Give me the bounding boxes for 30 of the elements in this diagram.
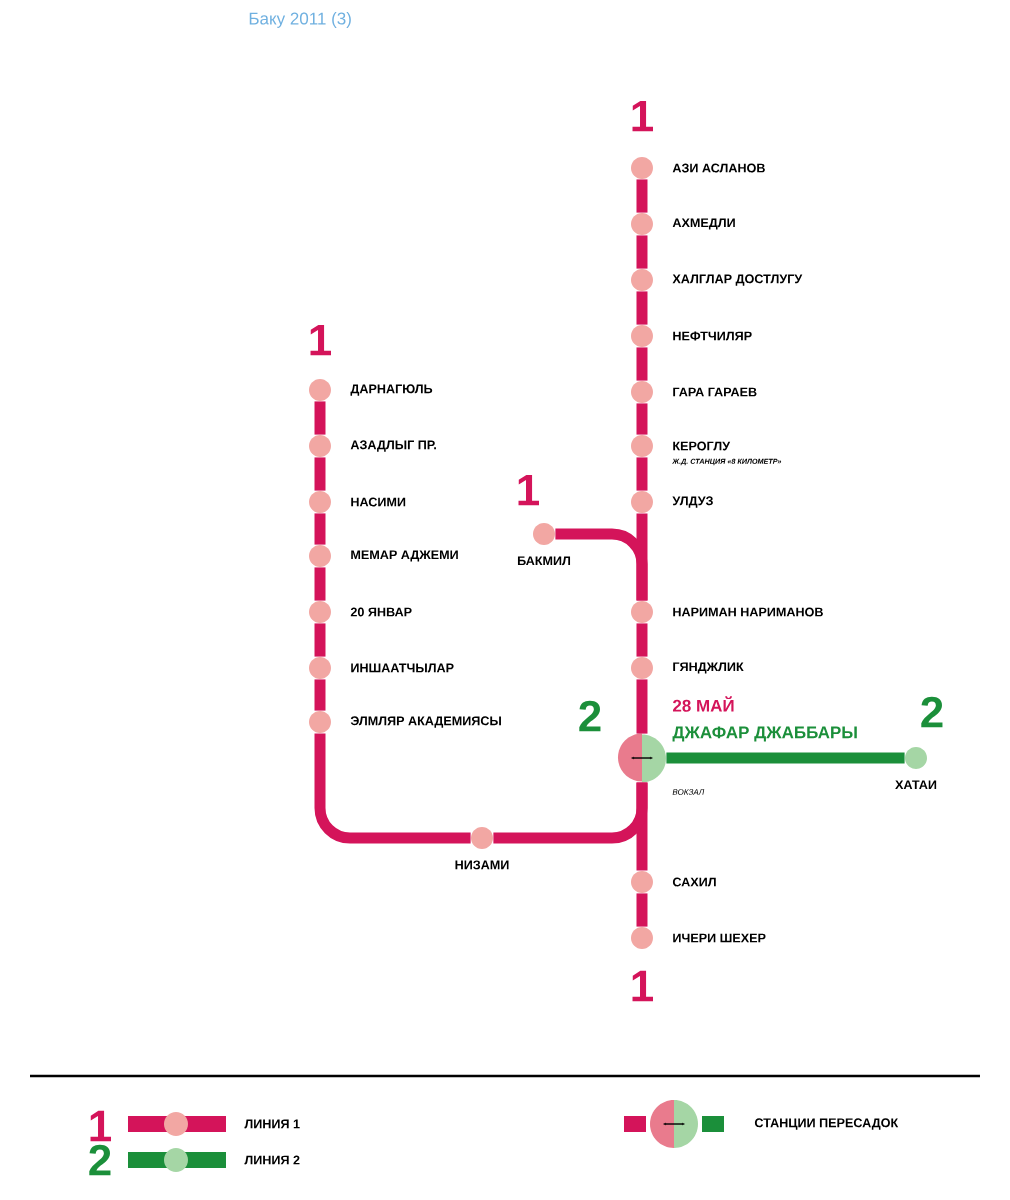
metro-line xyxy=(636,679,648,734)
metro-line xyxy=(666,752,905,764)
line-number: 1 xyxy=(90,1110,111,1142)
metro-line xyxy=(636,403,648,435)
station-label: ДЖАФАР ДЖАББАРЫ xyxy=(672,726,857,742)
metro-line xyxy=(636,457,648,491)
metro-line xyxy=(636,235,648,269)
metro-line xyxy=(636,347,648,381)
line-number: 1 xyxy=(310,324,331,356)
metro-line xyxy=(493,782,648,844)
metro-line xyxy=(555,528,648,601)
title: Баку 2011 (3) xyxy=(249,12,351,28)
metro-line xyxy=(314,733,471,844)
metro-line xyxy=(636,893,648,927)
metro-line xyxy=(636,623,648,657)
metro-line xyxy=(314,623,326,657)
line-number: 2 xyxy=(921,696,943,728)
metro-line xyxy=(314,457,326,491)
metro-line xyxy=(314,679,326,711)
metro-line xyxy=(314,567,326,601)
line-number: 1 xyxy=(632,970,653,1002)
line-number: 2 xyxy=(89,1144,111,1176)
line-number: 1 xyxy=(632,100,653,132)
line-number: 2 xyxy=(579,700,601,732)
metro-line xyxy=(636,291,648,325)
metro-line xyxy=(314,401,326,435)
station-label: 28 МАЙ xyxy=(673,696,734,712)
metro-line xyxy=(314,513,326,545)
metro-line xyxy=(636,179,648,213)
line-number: 1 xyxy=(518,474,539,506)
